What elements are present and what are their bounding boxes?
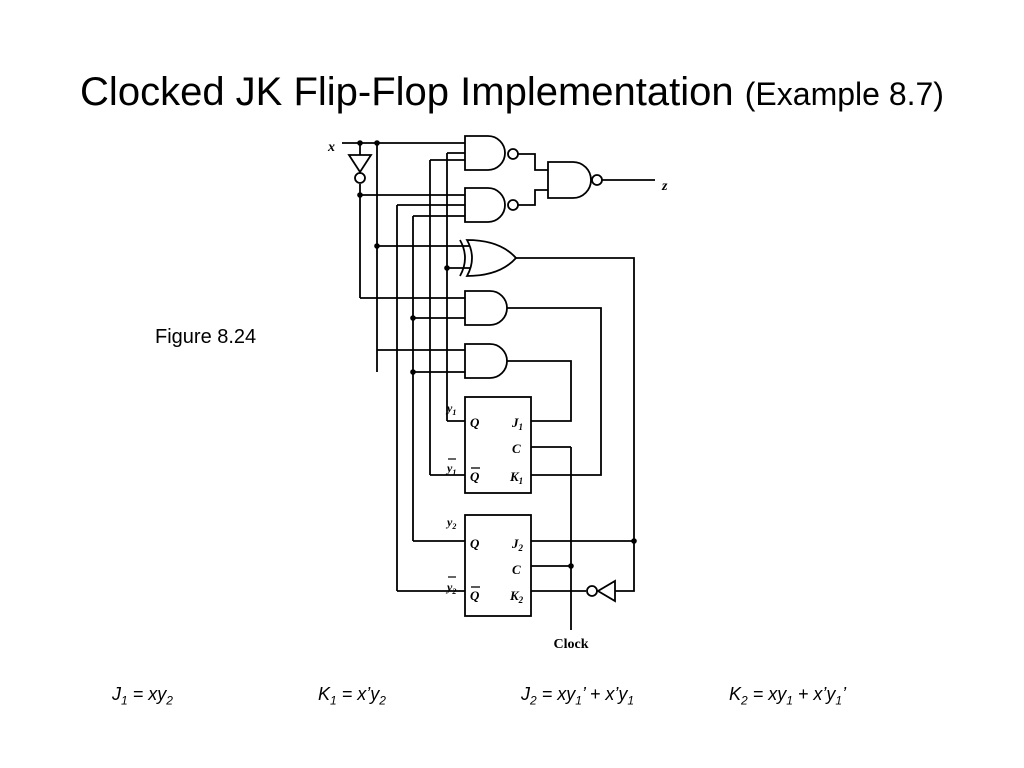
ff1-qbar-label: Q xyxy=(470,469,480,484)
and-gate-2 xyxy=(464,343,508,379)
nand-gate-output xyxy=(547,161,603,199)
clock-label: Clock xyxy=(554,637,589,652)
ff2-c-label: C xyxy=(512,562,521,577)
and-gate-1 xyxy=(464,290,508,326)
ff1-ybar-label: y1 xyxy=(445,461,456,477)
ff2-j-label: J2 xyxy=(511,536,524,553)
ff1-j-label: J1 xyxy=(511,415,523,432)
bus-lines xyxy=(359,143,448,591)
equation-k1: K1 = x’y2 xyxy=(318,684,386,708)
flip-flop-2: Q Q J2 C K2 y2 y2 xyxy=(397,514,634,617)
ff2-k-label: K2 xyxy=(509,588,524,605)
junction-dots xyxy=(357,140,637,569)
input-x-label: x xyxy=(327,140,335,155)
ff2-y-label: y2 xyxy=(445,515,456,531)
ff1-c-label: C xyxy=(512,441,521,456)
ff1-y-label: y1 xyxy=(445,401,456,417)
xor-gate xyxy=(459,239,518,277)
ff1-q-label: Q xyxy=(470,415,480,430)
ff1-k-label: K1 xyxy=(509,469,523,486)
ff2-ybar-label: y2 xyxy=(445,580,456,596)
equation-k2: K2 = xy1 + x’y1’ xyxy=(729,684,847,708)
title-main: Clocked JK Flip-Flop Implementation xyxy=(80,70,734,114)
figure-label: Figure 8.24 xyxy=(155,326,257,348)
output-z-label: z xyxy=(661,179,668,194)
slide-title: Clocked JK Flip-Flop Implementation (Exa… xyxy=(0,70,1024,115)
k2-inverter xyxy=(586,579,616,603)
equation-j1: J1 = xy2 xyxy=(112,684,173,708)
nand-gate-2 xyxy=(464,187,519,223)
equation-j2: J2 = xy1’ + x’y1 xyxy=(521,684,635,708)
x-inverter xyxy=(347,154,373,184)
title-example-ref: (Example 8.7) xyxy=(744,76,944,112)
ff2-q-label: Q xyxy=(470,536,480,551)
ff2-qbar-label: Q xyxy=(470,588,480,603)
nand-gate-1 xyxy=(464,135,519,171)
flip-flop-1: Q Q J1 C K1 y1 y1 xyxy=(430,396,571,494)
